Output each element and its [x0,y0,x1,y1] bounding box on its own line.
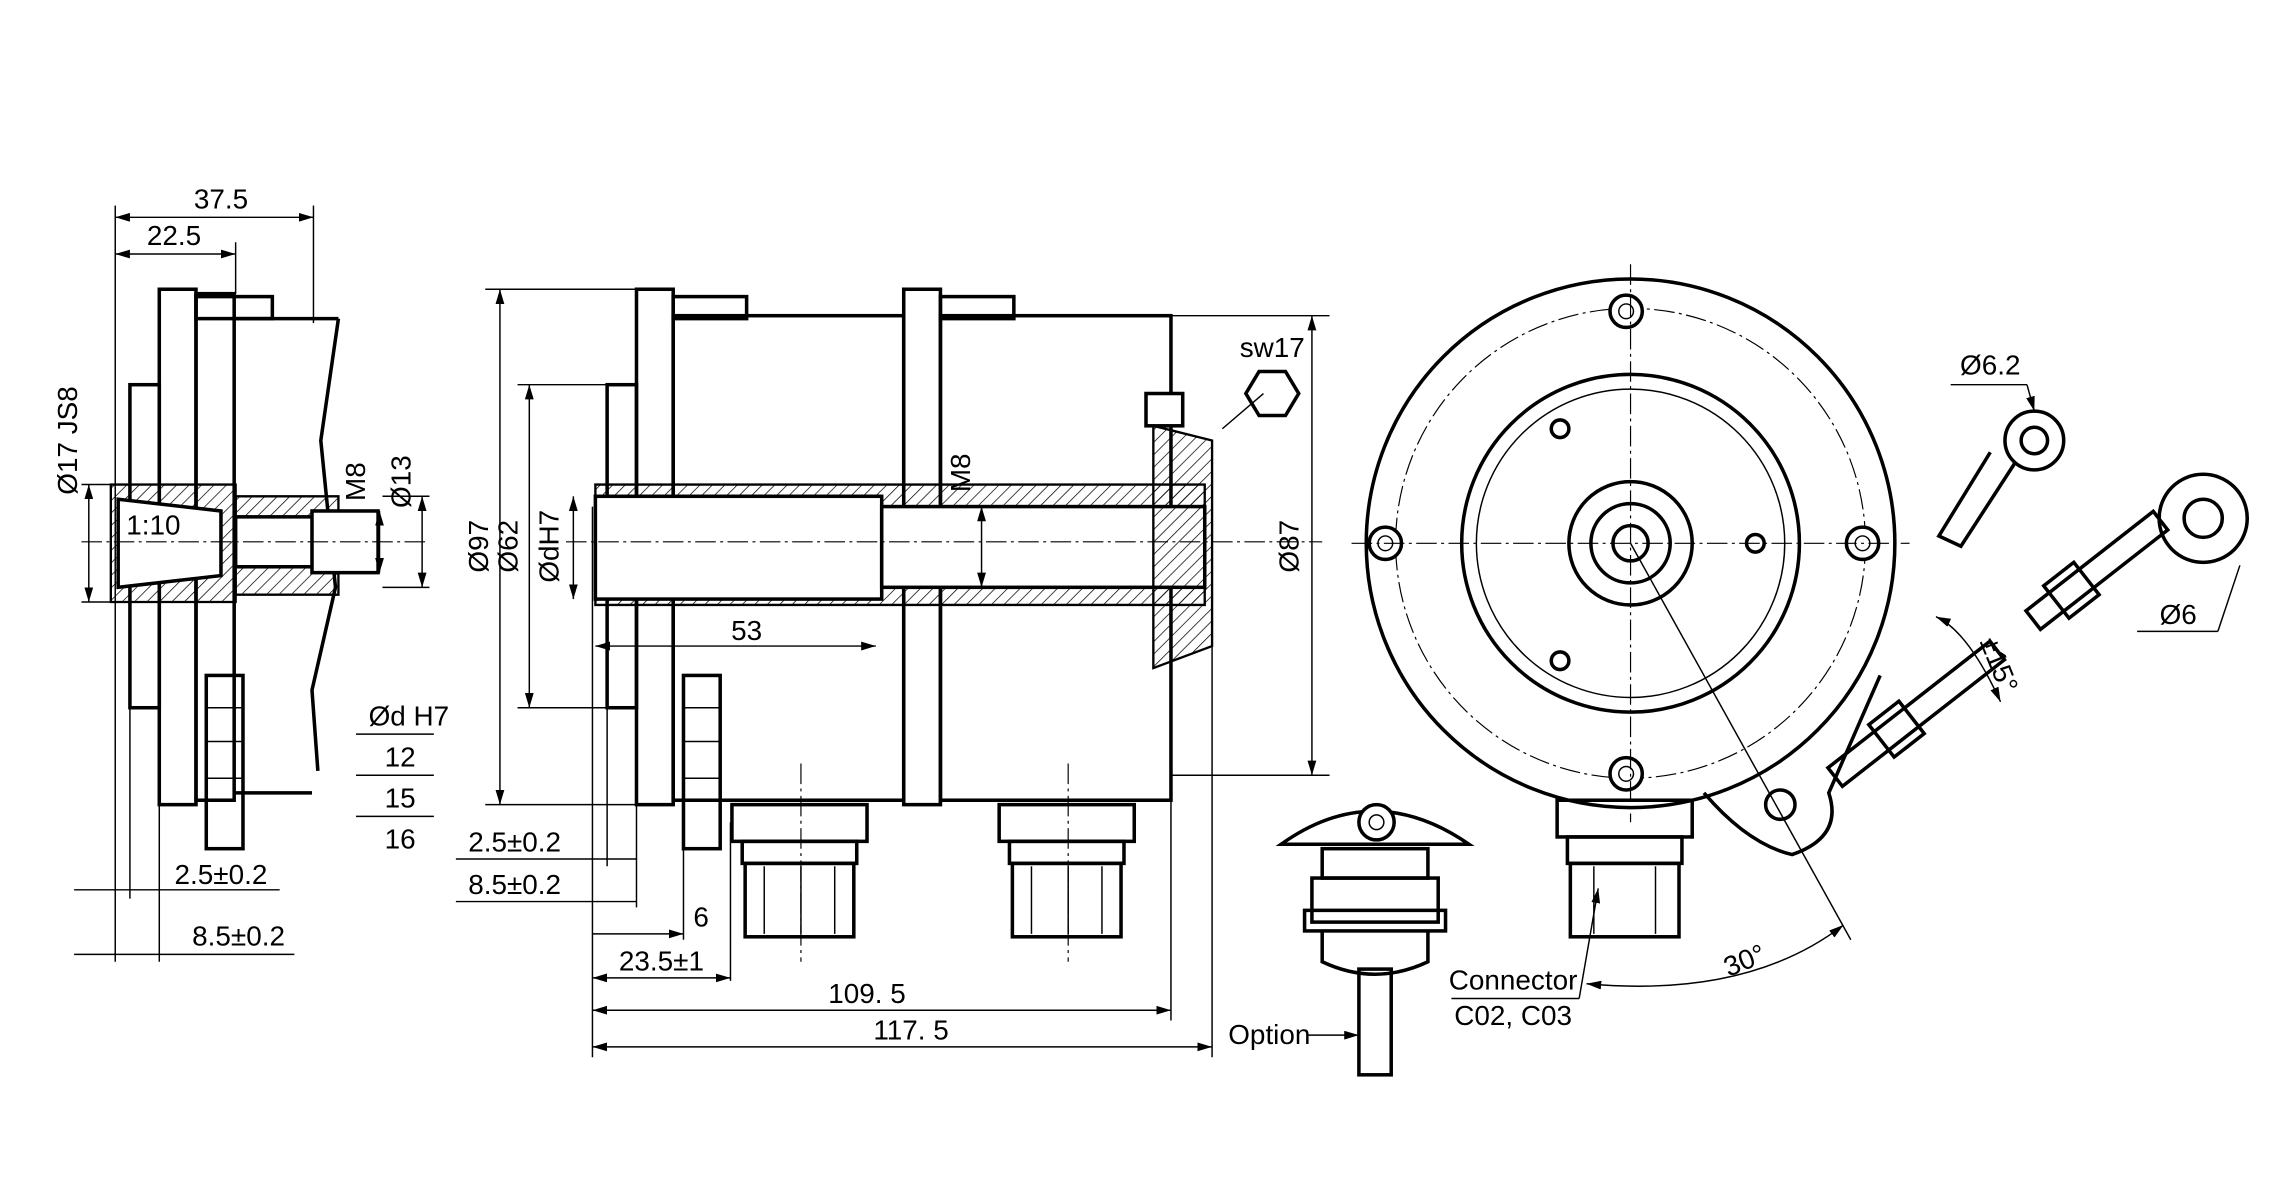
angle-30: 30° [1719,938,1770,983]
dim-ddh7: ØdH7 [534,510,565,583]
dim-37-5: 37.5 [194,184,248,215]
bore-table-value: 16 [385,824,416,855]
mounting-holes [1367,293,1881,792]
taper-ratio: 1:10 [126,509,180,540]
thread-m8-side: M8 [945,453,976,492]
angle-15: ±15° [1974,632,2024,697]
dim-8-5-left: 8.5±0.2 [192,921,285,952]
option-cable-gland-view [1275,802,1475,1077]
bore-table-value: 15 [385,783,416,814]
wrench-size-sw17: sw17 [1240,332,1305,363]
left-section-view [74,205,434,962]
option-label: Option [1228,1019,1310,1050]
dim-53: 53 [731,615,762,646]
dim-d6-2: Ø6.2 [1960,349,2020,380]
dim-109-5: 109. 5 [828,978,906,1009]
dim-d13: Ø13 [385,455,416,508]
side-section-view [455,287,1330,1058]
dim-2-5-left: 2.5±0.2 [175,859,268,890]
dim-d97: Ø97 [463,520,494,573]
connector-codes: C02, C03 [1454,1000,1572,1031]
dim-d6: Ø6 [2160,599,2197,630]
dim-6: 6 [693,902,709,933]
dim-22-5: 22.5 [147,220,201,251]
dim-117-5: 117. 5 [873,1015,948,1046]
dim-23-5: 23.5±1 [619,946,704,977]
dim-d17-js8: Ø17 JS8 [52,386,83,494]
dim-d87: Ø87 [1274,520,1305,573]
dim-d62: Ø62 [493,520,524,573]
front-view [1351,264,2250,1000]
bore-table-value: 12 [385,741,416,772]
bore-table-header: Ød H7 [369,700,450,731]
dim-8-5-side: 8.5±0.2 [468,869,561,900]
connector-label: Connector [1449,965,1578,996]
thread-m8-left: M8 [340,462,371,501]
dim-2-5-side: 2.5±0.2 [468,827,561,858]
